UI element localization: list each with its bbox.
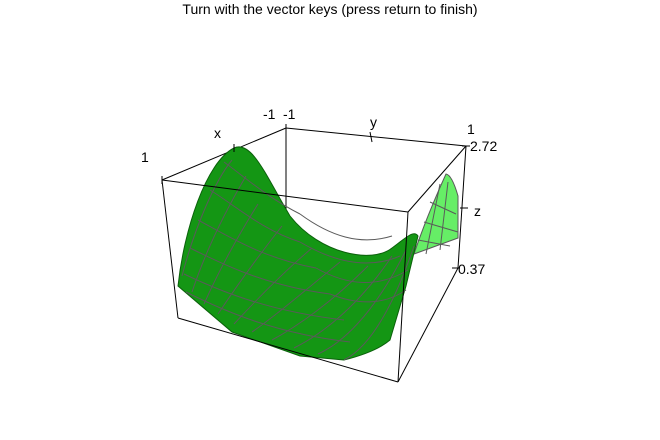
main-surface-mesh: [181, 159, 415, 361]
z-min-tick-label: 0.37: [458, 261, 485, 277]
x-min-tick-label: -1: [263, 106, 276, 122]
far-surface-patch: [413, 173, 459, 255]
far-surface-mesh: [417, 181, 459, 255]
back-box-edges: [161, 127, 467, 269]
x-axis-label: x: [214, 125, 221, 141]
y-axis-label: y: [370, 114, 377, 130]
y-min-tick-label: -1: [283, 106, 296, 122]
window-title: Turn with the vector keys (press return …: [182, 1, 478, 17]
front-box-edges: [161, 145, 467, 383]
z-axis-label: z: [474, 203, 481, 219]
y-max-tick-label: 1: [467, 121, 475, 137]
z-max-tick-label: 2.72: [470, 138, 497, 154]
main-surface: [177, 146, 419, 361]
axis-ticks: [161, 124, 470, 269]
x-max-tick-label: 1: [141, 149, 149, 165]
